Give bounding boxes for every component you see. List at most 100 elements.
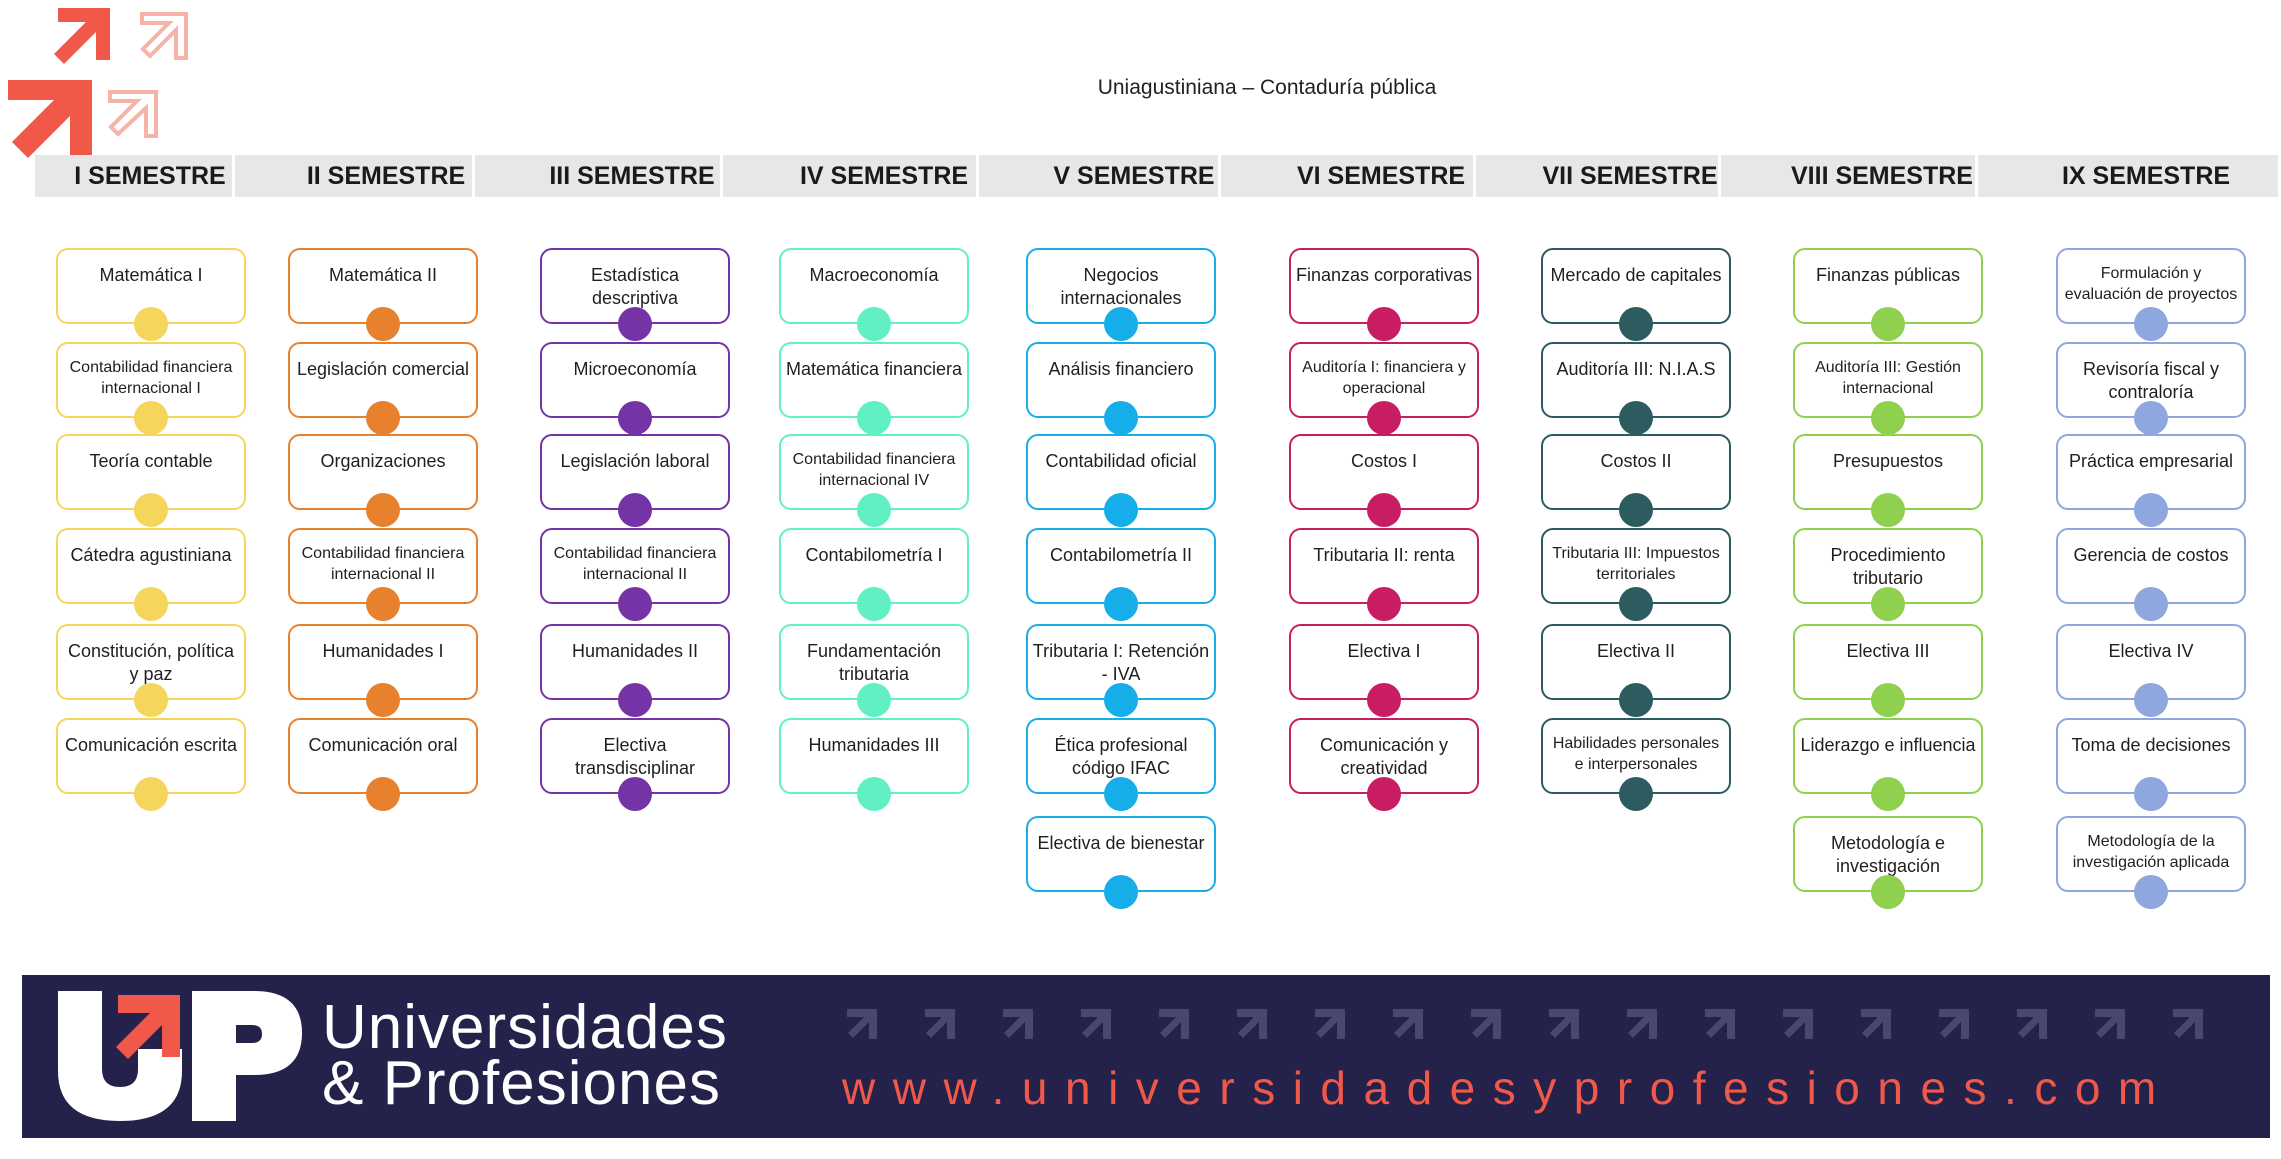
course-label: Electiva I xyxy=(1347,641,1421,661)
course-label: Contabilidad financiera internacional II xyxy=(553,545,717,583)
course-marker-dot xyxy=(1619,493,1653,527)
course-label: Humanidades I xyxy=(322,641,444,661)
course-box: Matemática financiera xyxy=(779,342,969,435)
semester-header: I SEMESTRE xyxy=(74,162,226,190)
brand-name-line1: Universidades xyxy=(322,993,728,1062)
course-box: Humanidades II xyxy=(540,624,730,717)
semester-separator xyxy=(976,155,979,197)
arrow-mark-icon xyxy=(2173,1009,2203,1039)
semester-separator xyxy=(1473,155,1476,197)
up-logo-icon xyxy=(58,991,302,1121)
course-box: Procedimiento tributario xyxy=(1793,528,1983,621)
course-label: Matemática financiera xyxy=(785,359,963,379)
course-label: Electiva transdisciplinar xyxy=(574,735,696,779)
course-label: Humanidades II xyxy=(571,641,699,661)
course-label: Análisis financiero xyxy=(1048,359,1194,379)
arrow-mark-icon xyxy=(1237,1009,1267,1039)
arrow-mark-icon xyxy=(1861,1009,1891,1039)
semester-separator xyxy=(720,155,723,197)
course-label: Comunicación oral xyxy=(308,735,458,755)
course-label: Procedimiento tributario xyxy=(1830,545,1946,589)
course-marker-dot xyxy=(2134,307,2168,341)
course-marker-dot xyxy=(1104,683,1138,717)
course-marker-dot xyxy=(1367,587,1401,621)
course-label: Negocios internacionales xyxy=(1060,265,1182,309)
course-label: Macroeconomía xyxy=(809,265,939,285)
semester-separator xyxy=(1718,155,1721,197)
course-label: Formulación y evaluación de proyectos xyxy=(2064,265,2238,303)
course-label: Comunicación y creatividad xyxy=(1319,735,1449,779)
course-label: Cátedra agustiniana xyxy=(70,545,232,565)
course-label: Electiva II xyxy=(1596,641,1676,661)
arrow-mark-icon xyxy=(1003,1009,1033,1039)
course-marker-dot xyxy=(134,683,168,717)
course-marker-dot xyxy=(1104,493,1138,527)
course-box: Humanidades I xyxy=(288,624,478,717)
course-marker-dot xyxy=(1871,777,1905,811)
course-marker-dot xyxy=(366,401,400,435)
course-marker-dot xyxy=(1619,307,1653,341)
course-marker-dot xyxy=(1367,683,1401,717)
semester-header: III SEMESTRE xyxy=(549,162,715,190)
semester-header: IX SEMESTRE xyxy=(2061,162,2231,190)
arrow-mark-icon xyxy=(1393,1009,1423,1039)
course-label: Metodología de la investigación aplicada xyxy=(2072,833,2230,871)
course-label: Liderazgo e influencia xyxy=(1800,735,1976,755)
course-marker-dot xyxy=(2134,777,2168,811)
course-box: Contabilidad financiera internacional II xyxy=(540,528,730,621)
course-box: Auditoría III: Gestión internacional xyxy=(1793,342,1983,435)
course-label: Auditoría III: Gestión internacional xyxy=(1815,359,1961,397)
course-box: Contabilidad financiera internacional I xyxy=(56,342,246,435)
course-marker-dot xyxy=(1104,875,1138,909)
course-marker-dot xyxy=(1871,683,1905,717)
course-box: Legislación comercial xyxy=(288,342,478,435)
course-marker-dot xyxy=(857,683,891,717)
course-box: Matemática I xyxy=(56,248,246,341)
course-marker-dot xyxy=(366,307,400,341)
course-marker-dot xyxy=(1871,307,1905,341)
semester-separator xyxy=(1218,155,1221,197)
footer-banner: Universidades & Profesiones www.universi… xyxy=(22,975,2270,1138)
arrow-mark-icon xyxy=(1705,1009,1735,1039)
course-marker-dot xyxy=(2134,493,2168,527)
course-box: Constitución, política y paz xyxy=(56,624,246,717)
course-box: Electiva transdisciplinar xyxy=(540,718,730,811)
website-url[interactable]: www.universidadesyprofesiones.com xyxy=(842,1062,2174,1114)
course-marker-dot xyxy=(366,683,400,717)
course-label: Electiva IV xyxy=(2108,641,2194,661)
arrow-mark-icon xyxy=(2017,1009,2047,1039)
course-box: Finanzas públicas xyxy=(1793,248,1983,341)
course-marker-dot xyxy=(1367,401,1401,435)
course-marker-dot xyxy=(1619,587,1653,621)
course-box: Finanzas corporativas xyxy=(1289,248,1479,341)
course-box: Revisoría fiscal y contraloría xyxy=(2056,342,2246,435)
course-label: Contabilidad financiera internacional I xyxy=(69,359,233,397)
course-box: Contabilometría II xyxy=(1026,528,1216,621)
course-box: Gerencia de costos xyxy=(2056,528,2246,621)
course-box: Microeconomía xyxy=(540,342,730,435)
arrow-mark-icon xyxy=(847,1009,877,1039)
course-label: Microeconomía xyxy=(573,359,697,379)
course-label: Matemática II xyxy=(328,265,438,285)
course-box: Electiva IV xyxy=(2056,624,2246,717)
course-marker-dot xyxy=(366,777,400,811)
course-label: Matemática I xyxy=(99,265,203,285)
course-box: Contabilidad oficial xyxy=(1026,434,1216,527)
arrow-mark-icon xyxy=(1315,1009,1345,1039)
course-marker-dot xyxy=(618,587,652,621)
course-label: Contabilometría I xyxy=(805,545,943,565)
semester-separator xyxy=(472,155,475,197)
course-box: Cátedra agustiniana xyxy=(56,528,246,621)
arrow-mark-icon xyxy=(1939,1009,1969,1039)
course-marker-dot xyxy=(1871,587,1905,621)
course-box: Análisis financiero xyxy=(1026,342,1216,435)
course-label: Tributaria I: Retención - IVA xyxy=(1032,641,1210,685)
course-label: Constitución, política y paz xyxy=(67,641,235,685)
course-box: Tributaria I: Retención - IVA xyxy=(1026,624,1216,717)
course-box: Macroeconomía xyxy=(779,248,969,341)
course-box: Matemática II xyxy=(288,248,478,341)
course-marker-dot xyxy=(857,401,891,435)
course-label: Presupuestos xyxy=(1832,451,1944,471)
course-label: Estadística descriptiva xyxy=(590,265,680,309)
course-box: Formulación y evaluación de proyectos xyxy=(2056,248,2246,341)
